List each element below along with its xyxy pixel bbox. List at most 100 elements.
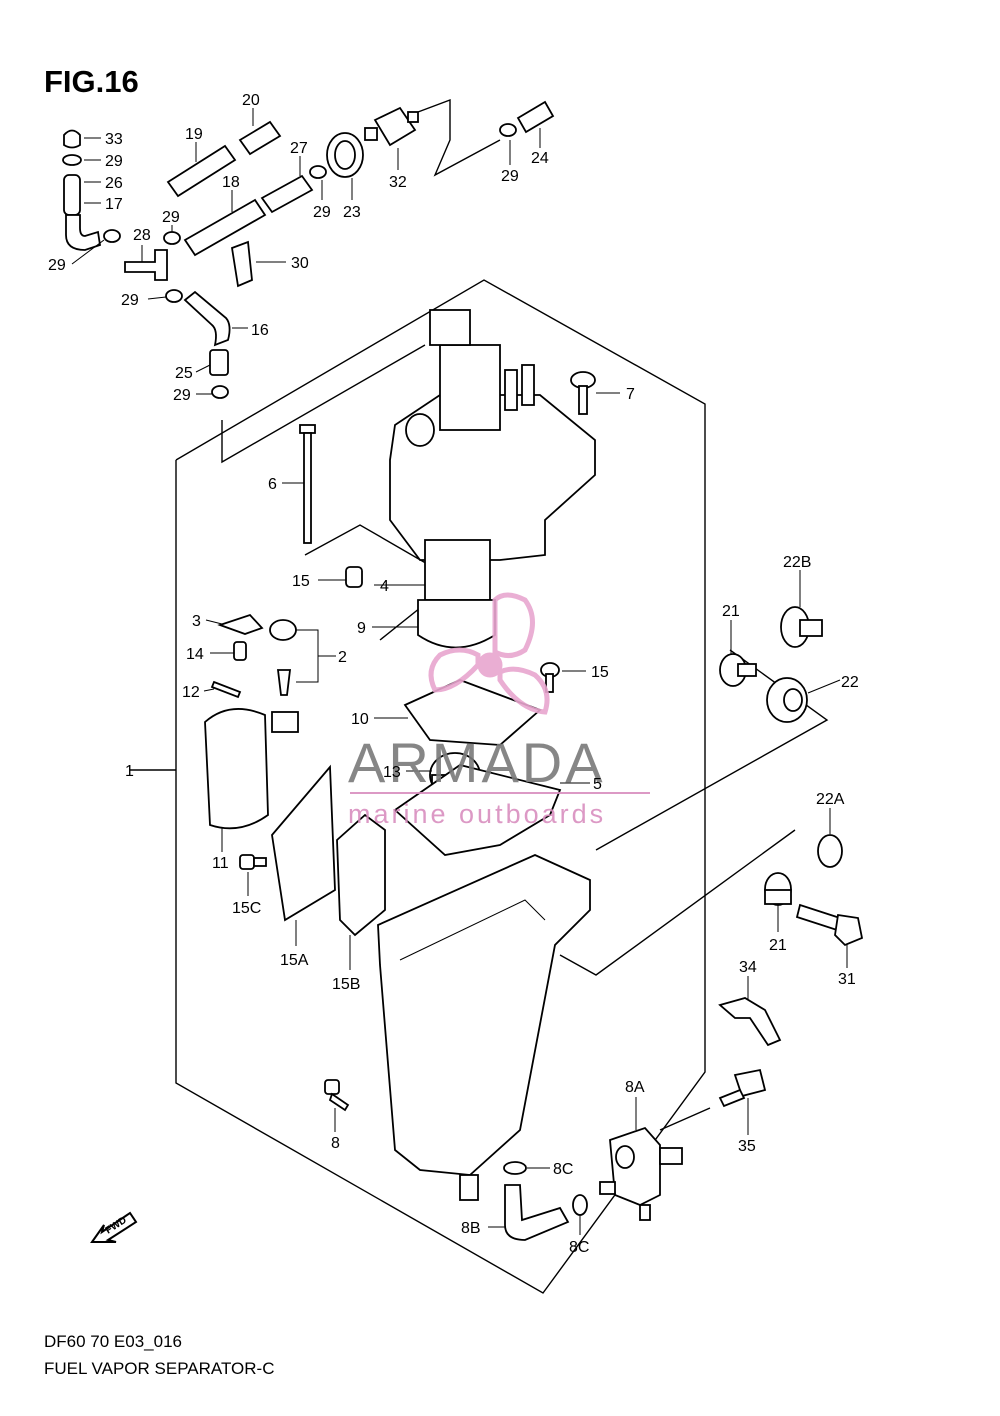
callout-10: 10 <box>351 711 369 728</box>
callout-20: 20 <box>242 92 260 109</box>
bolt-31 <box>795 903 864 947</box>
clamp-29-lower <box>165 289 183 303</box>
callout-18: 18 <box>222 174 240 191</box>
callout-29: 29 <box>121 292 139 309</box>
collar-21-lower <box>764 872 792 906</box>
leader-2-bracket <box>296 629 319 683</box>
hose-8B <box>504 1184 570 1241</box>
callout-22A: 22A <box>816 791 845 808</box>
clamp-8C-lower <box>572 1194 588 1216</box>
hose-20 <box>238 120 282 156</box>
plate-15A <box>271 764 336 922</box>
callout-29: 29 <box>105 153 123 170</box>
callout-11: 11 <box>212 855 229 872</box>
dash-connector-hoses <box>221 344 426 464</box>
callout-8: 8 <box>331 1135 340 1152</box>
fuel-pump-4 <box>389 309 596 601</box>
callout-17: 17 <box>105 196 123 213</box>
clamp-29-right <box>499 123 517 137</box>
pin-12 <box>210 680 242 699</box>
hose-19 <box>166 144 237 198</box>
callout-13: 13 <box>383 764 401 781</box>
figure-title: FIG.16 <box>44 64 139 99</box>
callout-27: 27 <box>290 140 308 157</box>
watermark: ARMADA marine outboards <box>348 592 650 829</box>
collar-21-upper <box>719 653 757 687</box>
callout-30: 30 <box>291 255 309 272</box>
callout-29: 29 <box>313 204 331 221</box>
hose-18 <box>183 198 267 257</box>
callout-3: 3 <box>192 613 201 630</box>
clamp-29-top <box>62 154 82 166</box>
hose-16 <box>183 290 231 347</box>
screw-15C <box>239 854 267 870</box>
callout-15: 15 <box>292 573 310 590</box>
grommet-23 <box>326 132 364 178</box>
callout-29: 29 <box>501 168 519 185</box>
callout-15C: 15C <box>232 900 261 917</box>
screw-7 <box>570 371 596 415</box>
callout-8C: 8C <box>553 1161 573 1178</box>
callout-5: 5 <box>593 776 602 793</box>
callout-7: 7 <box>626 386 635 403</box>
callout-14: 14 <box>186 646 204 663</box>
hose-26-17 <box>63 174 102 251</box>
separator-body <box>377 854 591 1201</box>
bolt-6 <box>299 424 316 544</box>
leader-29b <box>71 239 105 265</box>
clamp-29-bottom <box>211 385 229 399</box>
fwd-arrow-icon: FWD <box>90 1211 138 1243</box>
callout-9: 9 <box>357 620 366 637</box>
clamp-29-upper <box>309 165 327 179</box>
callout-32: 32 <box>389 174 407 191</box>
callout-21: 21 <box>769 937 787 954</box>
callout-8A: 8A <box>625 1079 645 1096</box>
dash-connector-grommets <box>595 649 829 851</box>
callout-4: 4 <box>380 578 389 595</box>
callout-16: 16 <box>251 322 269 339</box>
screw-14 <box>233 641 247 661</box>
tee-fitting-28 <box>124 249 168 281</box>
callout-19: 19 <box>185 126 203 143</box>
dash-connector-lower <box>559 829 796 976</box>
clip-34 <box>718 997 782 1047</box>
leader-25 <box>195 364 211 373</box>
float-11 <box>204 708 299 830</box>
callout-15: 15 <box>591 664 609 681</box>
watermark-brand: ARMADA <box>348 731 606 794</box>
callout-29: 29 <box>173 387 191 404</box>
gasket-5 <box>393 764 562 856</box>
clamp-29-left <box>103 229 121 243</box>
hose-27 <box>260 174 314 214</box>
callout-26: 26 <box>105 175 123 192</box>
armada-propeller-logo <box>428 592 550 715</box>
callout-22: 22 <box>841 674 859 691</box>
diagram-caption: FUEL VAPOR SEPARATOR-C <box>44 1359 275 1378</box>
assembly-outline <box>175 279 706 1294</box>
clamp-8C-upper <box>503 1161 527 1175</box>
screw-15-left <box>345 566 363 588</box>
callout-8C: 8C <box>569 1239 589 1256</box>
callout-8B: 8B <box>461 1220 481 1237</box>
clip-30 <box>230 240 253 288</box>
callout-2: 2 <box>338 649 347 666</box>
leader-3 <box>205 619 223 625</box>
callout-23: 23 <box>343 204 361 221</box>
washer-22A <box>817 834 843 868</box>
callout-34: 34 <box>739 959 757 976</box>
callout-28: 28 <box>133 227 151 244</box>
gasket-15B <box>336 813 386 937</box>
callout-29: 29 <box>162 209 180 226</box>
callout-1: 1 <box>125 763 134 780</box>
grommet-22 <box>766 677 808 723</box>
grommet-22B <box>780 606 823 648</box>
callout-31: 31 <box>838 971 856 988</box>
callout-6: 6 <box>268 476 277 493</box>
filter-9 <box>417 599 496 649</box>
watermark-tagline: marine outboards <box>348 799 606 829</box>
connector-25 <box>209 349 229 376</box>
lever-3 <box>217 613 264 635</box>
drain-valve-8A <box>599 1126 683 1221</box>
